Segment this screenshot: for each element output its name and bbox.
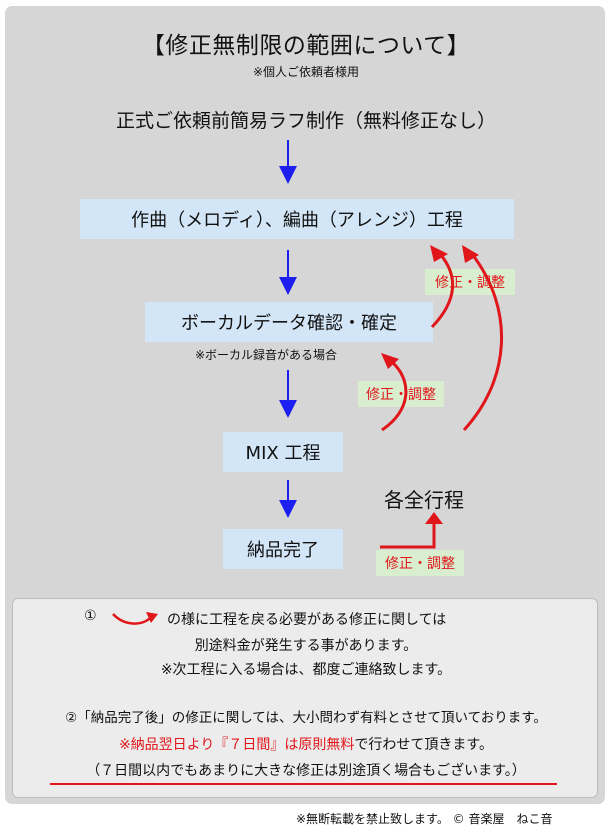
- free-period-highlight: 納品翌日より『７日間』は原則無料: [130, 737, 355, 753]
- note-line-2: 別途料金が発生する事があります。: [194, 638, 418, 654]
- return-arrow-mix-to-vocal: [381, 353, 408, 432]
- step-delivery: 納品完了: [223, 529, 343, 569]
- step-vocal: ボーカルデータ確認・確定: [145, 302, 433, 342]
- down-arrow-2: [279, 250, 297, 295]
- down-arrow-1: [279, 140, 297, 184]
- note-line-5: ※納品翌日より『７日間』は原則無料で行わせて頂きます。: [0, 734, 612, 754]
- revision-tag-all: 修正・調整: [376, 550, 464, 576]
- arrow-to-all-steps: [380, 512, 443, 549]
- footer-copyright: ※無断転載を禁止致します。 © 音楽屋 ねこ音: [296, 812, 553, 826]
- note-number-1: ①: [84, 608, 97, 624]
- example-return-arrow-icon: [112, 612, 158, 625]
- all-steps-label: 各全行程: [384, 488, 464, 512]
- return-arrow-vocal-to-compose: [430, 245, 454, 329]
- revision-tag-vocal: 修正・調整: [358, 381, 444, 407]
- note-underline: [50, 783, 557, 785]
- down-arrow-3: [279, 370, 297, 418]
- note-line-5-rest: で行わせて頂きます。: [354, 737, 494, 753]
- intro-step: 正式ご依頼前簡易ラフ制作（無料修正なし）: [115, 110, 496, 132]
- note-line-3: ※次工程に入る場合は、都度ご連絡致します。: [160, 662, 452, 678]
- notes-box: [12, 598, 598, 798]
- return-arrow-mix-to-compose: [462, 245, 504, 432]
- note-line-1: の様に工程を戻る必要がある修正に関しては: [167, 612, 447, 628]
- note-line-6: （７日間以内でもあまりに大きな修正は別途頂く場合もございます。）: [86, 763, 526, 779]
- vocal-note: ※ボーカル録音がある場合: [195, 348, 338, 362]
- down-arrow-4: [279, 480, 297, 518]
- step-compose: 作曲（メロディ）、編曲（アレンジ）工程: [80, 199, 514, 239]
- note-line-4: ②「納品完了後」の修正に関しては、大小問わず有料とさせて頂いております。: [65, 710, 547, 726]
- page-title: 【修正無制限の範囲について】: [141, 33, 471, 59]
- page-subtitle: ※個人ご依頼者様用: [252, 65, 360, 79]
- step-mix: MIX 工程: [223, 432, 343, 472]
- note-mark: ※: [118, 737, 131, 753]
